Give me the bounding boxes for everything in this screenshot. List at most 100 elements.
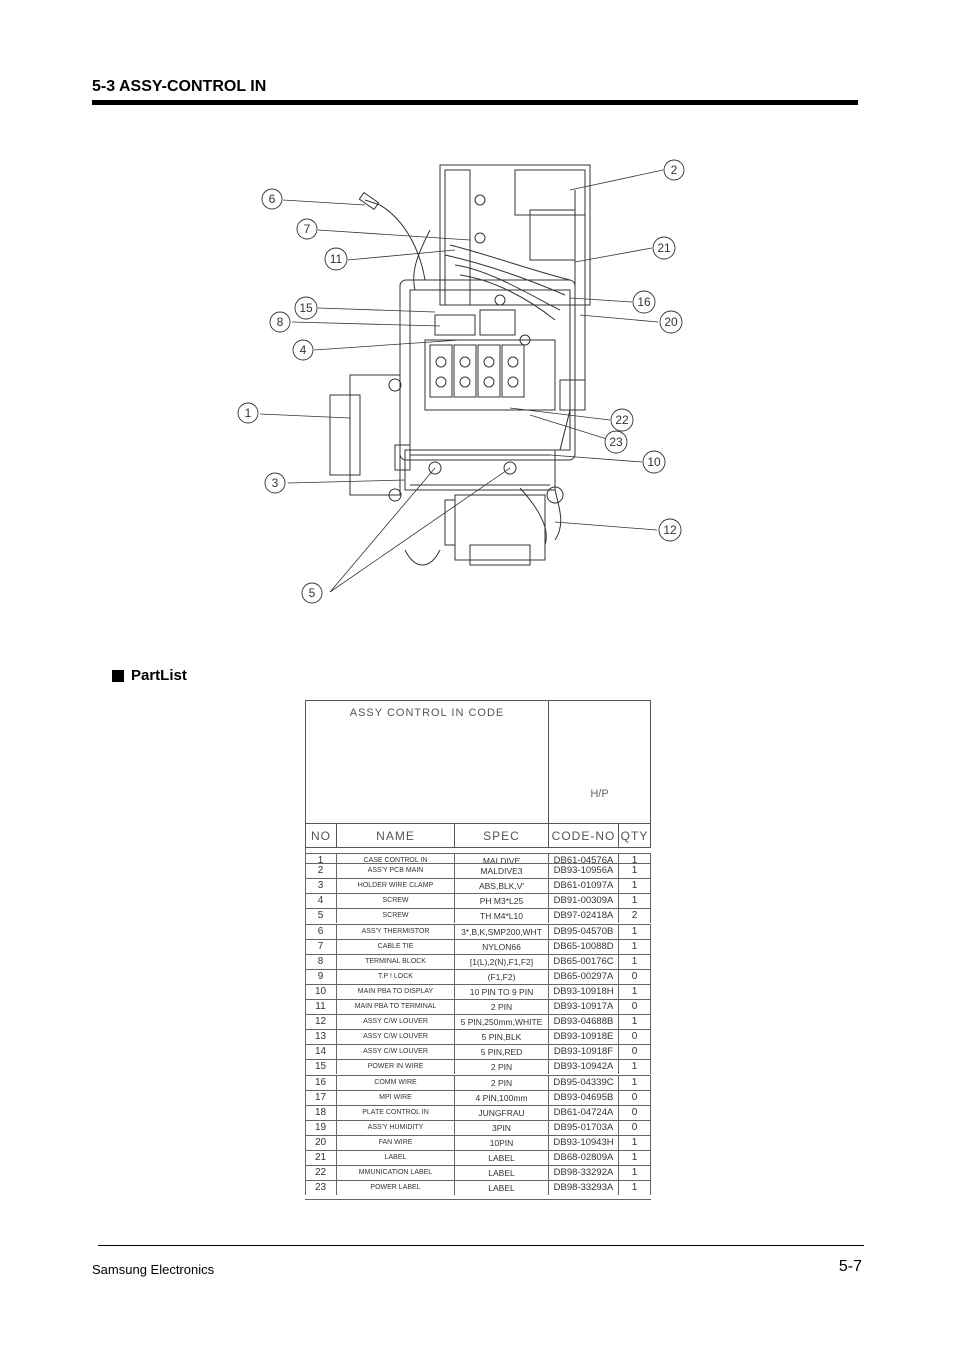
table-cell-spec: 2 PIN [455,999,549,1015]
table-cell-no: 5 [305,908,337,924]
table-cell-qty: 2 [619,908,651,924]
table-cell-no: 22 [305,1165,337,1181]
table-cell-name: MAIN PBA TO TERMINAL [337,999,455,1015]
table-cell-code: DB65-00176C [549,953,619,969]
row-divider [305,1074,651,1076]
table-cell-spec: 10 PIN TO 9 PIN [455,983,549,999]
table-cell-spec: 2 PIN [455,1074,549,1090]
row-divider [305,893,651,895]
callout-label: 22 [615,413,629,427]
callout-15 [294,296,318,320]
partlist-heading: PartList [112,667,187,684]
model-header-cell: H/P [549,700,651,824]
row-divider [305,1029,651,1031]
table-cell-no: 6 [305,923,337,939]
table-cell-code: DB93-10918H [549,983,619,999]
table-cell-name: COMM WIRE [337,1074,455,1090]
callout-label: 3 [272,476,279,490]
callout-label: 7 [304,222,311,236]
table-cell-name: ASS'Y PCB MAIN [337,863,455,879]
table-cell-no: 8 [305,953,337,969]
column-header-qty: QTY [619,824,651,848]
callout-label: 10 [647,455,661,469]
table-cell-qty: 1 [619,923,651,939]
callout-20 [659,310,683,334]
table-cell-no: 3 [305,878,337,894]
callout-11 [324,247,348,271]
table-cell-name: MAIN PBA TO DISPLAY [337,983,455,999]
table-cell-qty: 1 [619,983,651,999]
table-cell-name: FAN WIRE [337,1134,455,1150]
table-cell-no: 1 [305,853,337,873]
footer-rule [98,1245,864,1246]
row-divider [305,1014,651,1016]
column-header-no: NO [305,824,337,848]
callout-label: 20 [664,315,678,329]
table-cell-spec: TH M4*L10 [455,908,549,924]
table-cell-name: SCREW [337,893,455,909]
callout-8 [269,311,291,333]
table-cell-spec: 3*,B,K,SMP200,WHT [455,923,549,939]
callout-23 [604,430,628,454]
table-cell-no: 10 [305,983,337,999]
table-cell-code: DB98-33293A [549,1180,619,1196]
table-cell-code: DB93-10918E [549,1029,619,1045]
title-rule [92,100,858,105]
parts-table: ASSY CONTROL IN CODE H/P NO NAME SPEC CO… [305,700,651,1216]
row-divider [305,953,651,955]
table-cell-qty: 1 [619,953,651,969]
section-title: 5-3 ASSY-CONTROL IN [92,78,267,95]
table-cell-no: 20 [305,1134,337,1150]
table-bottom-border [305,1199,651,1201]
callout-2 [663,159,685,181]
table-cell-code: DB95-04570B [549,923,619,939]
callout-21 [652,236,676,260]
table-cell-name: ASSY C/W LOUVER [337,1044,455,1060]
table-cell-no: 11 [305,999,337,1015]
row-divider [305,968,651,970]
table-cell-qty: 0 [619,968,651,984]
model-label: H/P [590,788,609,800]
row-divider [305,1134,651,1136]
table-cell-qty: 1 [619,938,651,954]
table-cell-code: DB93-04688B [549,1014,619,1030]
table-cell-name: ASS'Y THERMISTOR [337,923,455,939]
table-cell-qty: 1 [619,1014,651,1030]
table-cell-spec: 5 PIN,BLK [455,1029,549,1045]
table-cell-name: POWER IN WIRE [337,1059,455,1075]
table-cell-spec: MALDIVE3 [455,863,549,879]
table-cell-code: DB98-33292A [549,1165,619,1181]
table-cell-no: 9 [305,968,337,984]
table-cell-name: ASS'Y HUMIDITY [337,1119,455,1135]
table-cell-spec: 3PIN [455,1119,549,1135]
table-cell-spec: [1(L),2(N),F1,F2] [455,953,549,969]
table-cell-spec: (F1,F2) [455,968,549,984]
table-cell-no: 17 [305,1089,337,1105]
table-cell-name: TERMINAL BLOCK [337,953,455,969]
row-divider [305,863,651,865]
table-cell-spec: LABEL [455,1165,549,1181]
callout-label: 8 [277,315,284,329]
table-cell-spec: JUNGFRAU [455,1104,549,1120]
row-divider [305,1089,651,1091]
table-left-border [305,848,306,1196]
callout-label: 16 [637,295,651,309]
table-cell-no: 15 [305,1059,337,1075]
callout-6 [261,188,283,210]
callout-label: 4 [300,343,307,357]
table-cell-code: DB91-00309A [549,893,619,909]
table-cell-spec: MALDIVE [455,853,549,873]
table-cell-name: ASSY C/W LOUVER [337,1029,455,1045]
table-cell-name: T.P ! LOCK [337,968,455,984]
table-cell-qty: 1 [619,893,651,909]
table-cell-qty: 0 [619,1119,651,1135]
callout-3 [264,472,286,494]
row-divider [305,1180,651,1182]
footer-company: Samsung Electronics [92,1262,215,1277]
row-divider [305,1059,651,1061]
table-cell-qty: 1 [619,1150,651,1166]
table-cell-no: 16 [305,1074,337,1090]
callout-5 [301,582,323,604]
callout-label: 21 [657,241,671,255]
table-cell-code: DB93-10942A [549,1059,619,1075]
